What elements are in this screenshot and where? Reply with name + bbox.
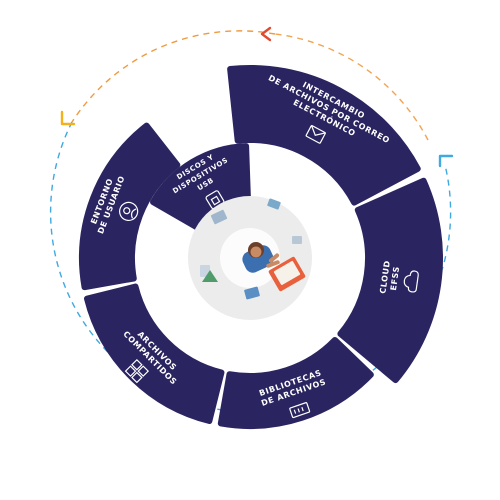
user-icon — [119, 201, 139, 222]
library-icon — [289, 402, 311, 419]
envelope-icon — [305, 125, 326, 144]
dashed-flow-ring — [49, 26, 454, 413]
cloud-icon — [403, 270, 419, 293]
segment-shape-compartidos — [83, 283, 225, 425]
chevron-up-left-icon — [438, 154, 454, 168]
chevron-down-left-icon — [60, 110, 76, 126]
chevron-left-icon — [260, 26, 272, 42]
center-illustration — [188, 196, 312, 320]
person-at-desk-icon — [200, 198, 306, 300]
shared-files-icon — [124, 358, 150, 384]
segment-shape-bibliotecas — [217, 336, 374, 429]
segment-shape-entorno — [79, 122, 181, 291]
segment-label-line: EFSS — [389, 266, 401, 292]
segment-shape-cloud — [337, 177, 443, 384]
